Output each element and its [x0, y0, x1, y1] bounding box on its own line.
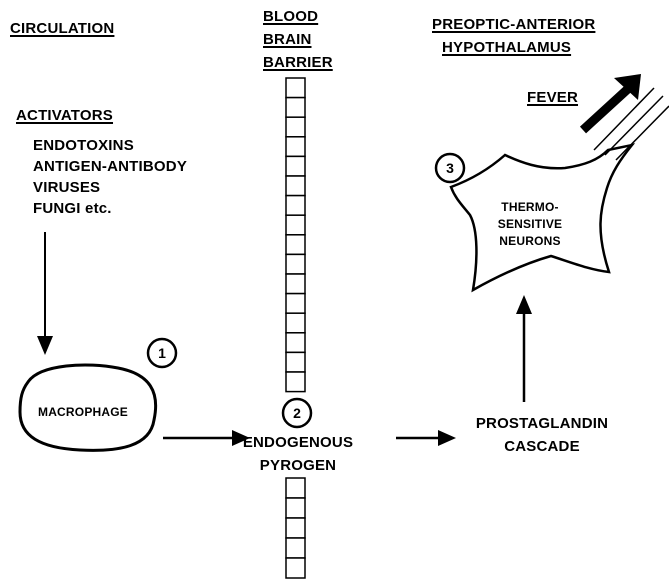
barrier-cell: [286, 478, 305, 498]
pyrogen-to-prostaglandin-arrow: [396, 430, 456, 446]
macrophage-label: MACROPHAGE: [38, 405, 128, 420]
step-1-label: 1: [158, 345, 166, 361]
barrier-cell: [286, 117, 305, 137]
barrier-cell: [286, 352, 305, 372]
barrier-cell: [286, 558, 305, 578]
barrier-cell: [286, 294, 305, 314]
barrier-cell: [286, 313, 305, 333]
activator-item: VIRUSES: [33, 178, 100, 197]
prostaglandin-to-neurons-arrow: [516, 295, 532, 402]
prostaglandin-label-line-1: PROSTAGLANDIN: [462, 414, 622, 433]
barrier-cell: [286, 176, 305, 196]
hypothalamus-header-line-2: HYPOTHALAMUS: [442, 38, 571, 57]
bbb-header-line-2: BRAIN: [263, 30, 312, 49]
barrier-cell: [286, 518, 305, 538]
barrier-cell: [286, 137, 305, 157]
barrier-cell: [286, 538, 305, 558]
axon-lines: [594, 88, 669, 160]
neurons-label-line-2: SENSITIVE: [480, 217, 580, 232]
activator-item: ANTIGEN-ANTIBODY: [33, 157, 187, 176]
barrier-column-upper: [286, 78, 305, 392]
neurons-label-line-1: THERMO-: [480, 200, 580, 215]
activators-title: ACTIVATORS: [16, 106, 113, 125]
bbb-header-line-1: BLOOD: [263, 7, 318, 26]
activator-item: ENDOTOXINS: [33, 136, 134, 155]
step-2-label: 2: [293, 405, 301, 421]
barrier-cell: [286, 98, 305, 118]
barrier-cell: [286, 498, 305, 518]
barrier-cell: [286, 372, 305, 392]
circulation-header: CIRCULATION: [10, 19, 114, 38]
macrophage-to-pyrogen-arrow: [163, 430, 250, 446]
activator-item: FUNGI etc.: [33, 199, 112, 218]
activators-arrow: [37, 232, 53, 355]
step-3-label: 3: [446, 160, 454, 176]
pyrogen-label-line-2: PYROGEN: [238, 456, 358, 475]
barrier-cell: [286, 196, 305, 216]
barrier-cell: [286, 333, 305, 353]
prostaglandin-label-line-2: CASCADE: [462, 437, 622, 456]
barrier-cell: [286, 254, 305, 274]
pyrogen-label-line-1: ENDOGENOUS: [238, 433, 358, 452]
barrier-cell: [286, 156, 305, 176]
neurons-label-line-3: NEURONS: [480, 234, 580, 249]
fever-arrow: [583, 74, 641, 130]
barrier-cell: [286, 215, 305, 235]
bbb-header-line-3: BARRIER: [263, 53, 333, 72]
hypothalamus-header-line-1: PREOPTIC-ANTERIOR: [432, 15, 595, 34]
barrier-cell: [286, 235, 305, 255]
barrier-column-lower: [286, 478, 305, 578]
barrier-cell: [286, 78, 305, 98]
barrier-cell: [286, 274, 305, 294]
fever-label: FEVER: [527, 88, 578, 107]
